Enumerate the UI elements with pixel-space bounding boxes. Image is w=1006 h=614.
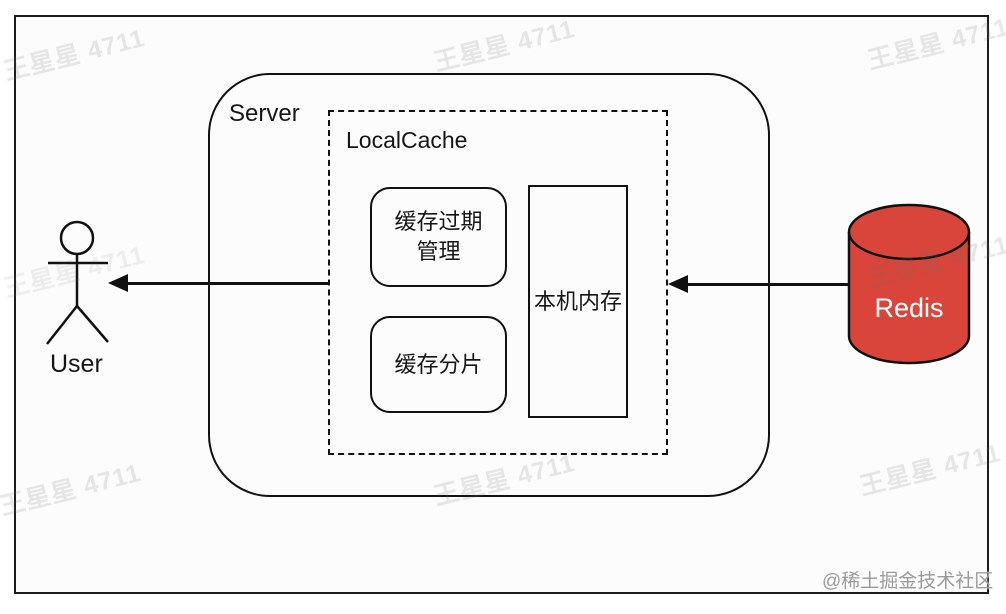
cache-shard-label: 缓存分片 (394, 351, 483, 377)
local-memory-label: 本机内存 (533, 288, 622, 314)
community-credit: @稀土掘金技术社区 (822, 571, 994, 592)
local-memory-node: 本机内存 (528, 185, 628, 418)
arrow-server-to-user (108, 272, 328, 294)
cache-expiry-node: 缓存过期管理 (370, 187, 507, 287)
localcache-label: LocalCache (346, 127, 468, 153)
arrowhead-left-icon (108, 274, 128, 292)
localcache-container (328, 110, 668, 455)
arrow-redis-to-localcache (668, 273, 848, 295)
cache-expiry-label: 缓存过期管理 (394, 209, 483, 264)
user-actor-icon (40, 218, 120, 355)
arrowhead-left-icon (668, 275, 688, 293)
arrow-shaft (126, 282, 328, 285)
arrow-shaft (686, 283, 848, 286)
user-label: User (50, 350, 103, 378)
cache-shard-node: 缓存分片 (370, 316, 507, 413)
redis-node: Redis (846, 203, 972, 370)
redis-cylinder-icon: Redis (847, 203, 971, 365)
server-label: Server (229, 100, 300, 127)
redis-label: Redis (874, 293, 943, 323)
